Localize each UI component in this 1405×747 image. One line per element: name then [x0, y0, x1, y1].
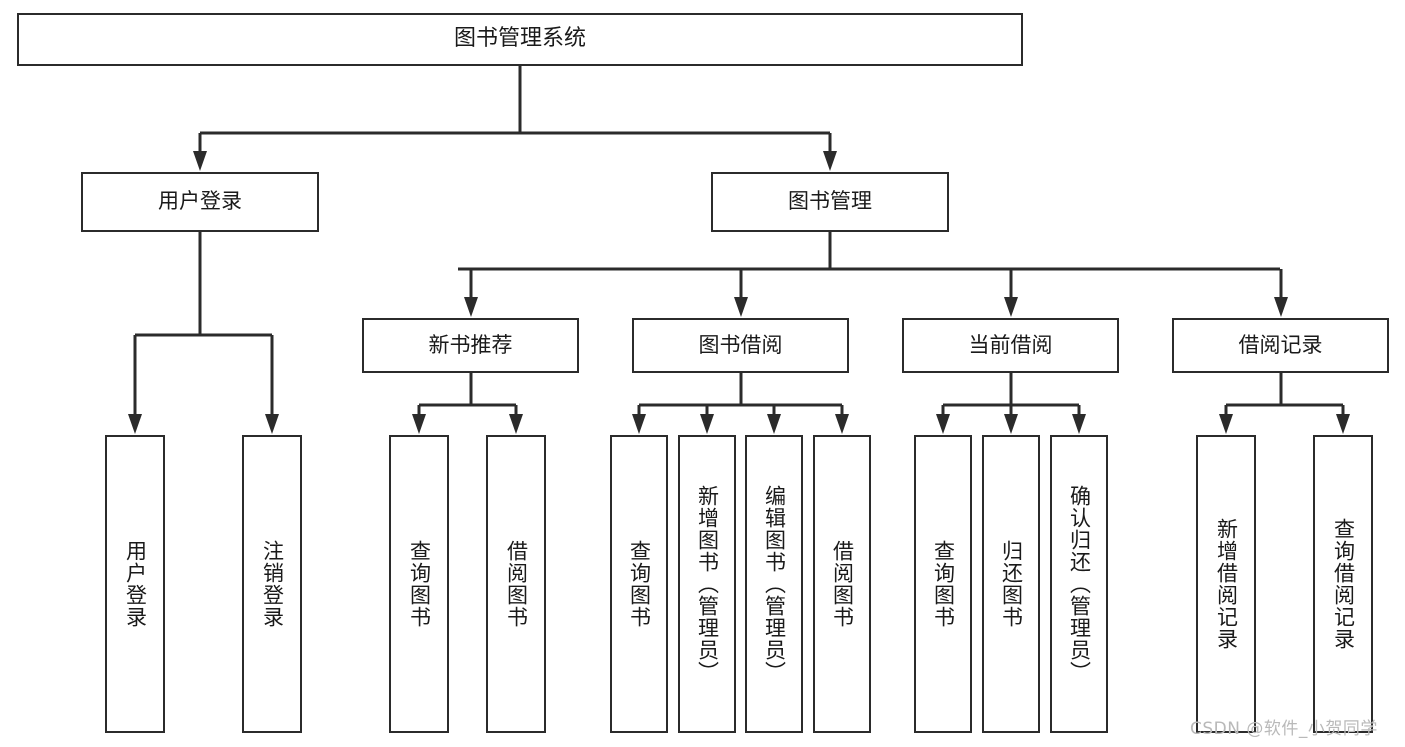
node-borrow-record[interactable]: 借阅记录 [1172, 318, 1389, 373]
arrowhead-current-borrow [1004, 297, 1018, 317]
node-label-leaf-return-book: 归还图书 [999, 540, 1024, 628]
arrowhead-leaf-query-book-3 [936, 414, 950, 434]
arrowhead-leaf-return-book [1004, 414, 1018, 434]
arrowhead-leaf-borrow-book-2 [835, 414, 849, 434]
arrowhead-leaf-add-book [700, 414, 714, 434]
node-book-manage[interactable]: 图书管理 [711, 172, 949, 232]
node-label-leaf-borrow-book-1: 借阅图书 [504, 540, 529, 628]
node-label-leaf-query-record: 查询借阅记录 [1331, 518, 1356, 650]
node-leaf-user-logout[interactable]: 注销登录 [242, 435, 302, 733]
node-leaf-borrow-book-1[interactable]: 借阅图书 [486, 435, 546, 733]
node-leaf-query-record[interactable]: 查询借阅记录 [1313, 435, 1373, 733]
node-leaf-query-book-3[interactable]: 查询图书 [914, 435, 972, 733]
arrowhead-leaf-confirm-return [1072, 414, 1086, 434]
node-current-borrow[interactable]: 当前借阅 [902, 318, 1119, 373]
node-leaf-add-book[interactable]: 新增图书（管理员） [678, 435, 736, 733]
node-book-borrow[interactable]: 图书借阅 [632, 318, 849, 373]
node-user-login[interactable]: 用户登录 [81, 172, 319, 232]
node-label-leaf-user-logout: 注销登录 [260, 540, 285, 628]
arrowhead-new-book-rec [464, 297, 478, 317]
arrowhead-leaf-user-login [128, 414, 142, 434]
node-leaf-return-book[interactable]: 归还图书 [982, 435, 1040, 733]
node-label-leaf-add-record: 新增借阅记录 [1214, 518, 1239, 650]
node-label-borrow-record: 借阅记录 [1238, 332, 1323, 357]
node-label-leaf-query-book-1: 查询图书 [407, 540, 432, 628]
node-leaf-edit-book[interactable]: 编辑图书（管理员） [745, 435, 803, 733]
node-label-book-manage: 图书管理 [788, 189, 872, 214]
arrowhead-leaf-query-record [1336, 414, 1350, 434]
node-leaf-borrow-book-2[interactable]: 借阅图书 [813, 435, 871, 733]
arrowhead-leaf-user-logout [265, 414, 279, 434]
node-root[interactable]: 图书管理系统 [17, 13, 1023, 66]
node-label-leaf-user-login: 用户登录 [123, 540, 148, 628]
node-leaf-confirm-return[interactable]: 确认归还（管理员） [1050, 435, 1108, 733]
node-leaf-query-book-1[interactable]: 查询图书 [389, 435, 449, 733]
node-leaf-user-login[interactable]: 用户登录 [105, 435, 165, 733]
arrowhead-leaf-edit-book [767, 414, 781, 434]
node-leaf-query-book-2[interactable]: 查询图书 [610, 435, 668, 733]
arrowhead-leaf-borrow-book-1 [509, 414, 523, 434]
node-label-book-borrow: 图书借阅 [698, 332, 783, 357]
node-label-leaf-add-book: 新增图书（管理员） [695, 485, 720, 683]
arrowhead-leaf-query-book-1 [412, 414, 426, 434]
arrowhead-borrow-record [1274, 297, 1288, 317]
node-label-root: 图书管理系统 [453, 26, 586, 52]
node-label-leaf-confirm-return: 确认归还（管理员） [1067, 485, 1092, 683]
node-leaf-add-record[interactable]: 新增借阅记录 [1196, 435, 1256, 733]
arrowhead-user-login [193, 151, 207, 171]
node-label-leaf-borrow-book-2: 借阅图书 [830, 540, 855, 628]
node-label-leaf-edit-book: 编辑图书（管理员） [762, 485, 787, 683]
node-label-leaf-query-book-2: 查询图书 [627, 540, 652, 628]
node-new-book-rec[interactable]: 新书推荐 [362, 318, 579, 373]
node-label-current-borrow: 当前借阅 [968, 332, 1053, 357]
csdn-watermark: CSDN @软件_小贺同学 [1190, 719, 1378, 739]
arrowhead-leaf-query-book-2 [632, 414, 646, 434]
arrowhead-book-borrow [734, 297, 748, 317]
node-label-new-book-rec: 新书推荐 [428, 332, 513, 357]
arrowhead-book-manage [823, 151, 837, 171]
node-label-leaf-query-book-3: 查询图书 [931, 540, 956, 628]
node-label-user-login: 用户登录 [158, 189, 242, 214]
arrowhead-leaf-add-record [1219, 414, 1233, 434]
